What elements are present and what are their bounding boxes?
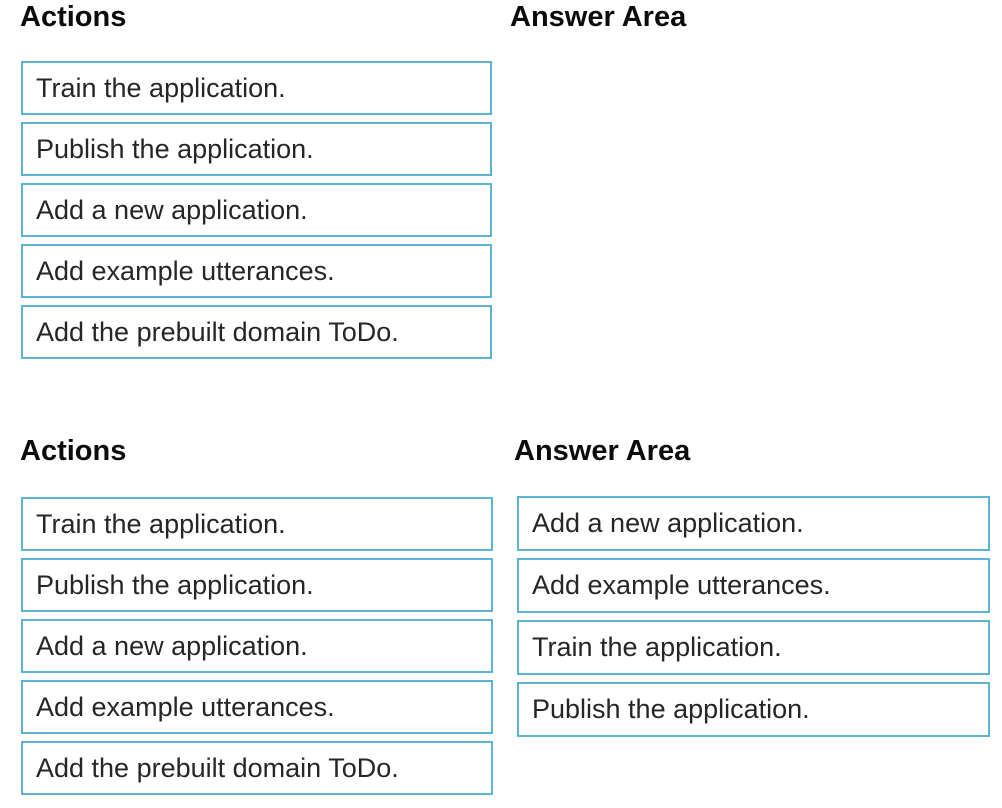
answer-item[interactable]: Publish the application. <box>517 682 990 737</box>
action-item[interactable]: Publish the application. <box>21 558 493 612</box>
action-item[interactable]: Add the prebuilt domain ToDo. <box>21 305 492 359</box>
action-item[interactable]: Add example utterances. <box>21 680 493 734</box>
bottom-actions-list: Train the application. Publish the appli… <box>21 497 493 802</box>
bottom-answer-area-list: Add a new application. Add example utter… <box>517 496 990 744</box>
action-item[interactable]: Publish the application. <box>21 122 492 176</box>
action-item[interactable]: Train the application. <box>21 497 493 551</box>
bottom-answer-area-heading: Answer Area <box>514 435 691 467</box>
answer-item[interactable]: Train the application. <box>517 620 990 675</box>
answer-item[interactable]: Add a new application. <box>517 496 990 551</box>
action-item[interactable]: Add the prebuilt domain ToDo. <box>21 741 493 795</box>
top-actions-heading: Actions <box>20 1 127 33</box>
action-item[interactable]: Add example utterances. <box>21 244 492 298</box>
answer-item[interactable]: Add example utterances. <box>517 558 990 613</box>
action-item[interactable]: Add a new application. <box>21 619 493 673</box>
action-item[interactable]: Train the application. <box>21 61 492 115</box>
bottom-actions-heading: Actions <box>20 435 127 467</box>
top-actions-list: Train the application. Publish the appli… <box>21 61 492 366</box>
action-item[interactable]: Add a new application. <box>21 183 492 237</box>
top-answer-area-heading: Answer Area <box>510 1 687 33</box>
